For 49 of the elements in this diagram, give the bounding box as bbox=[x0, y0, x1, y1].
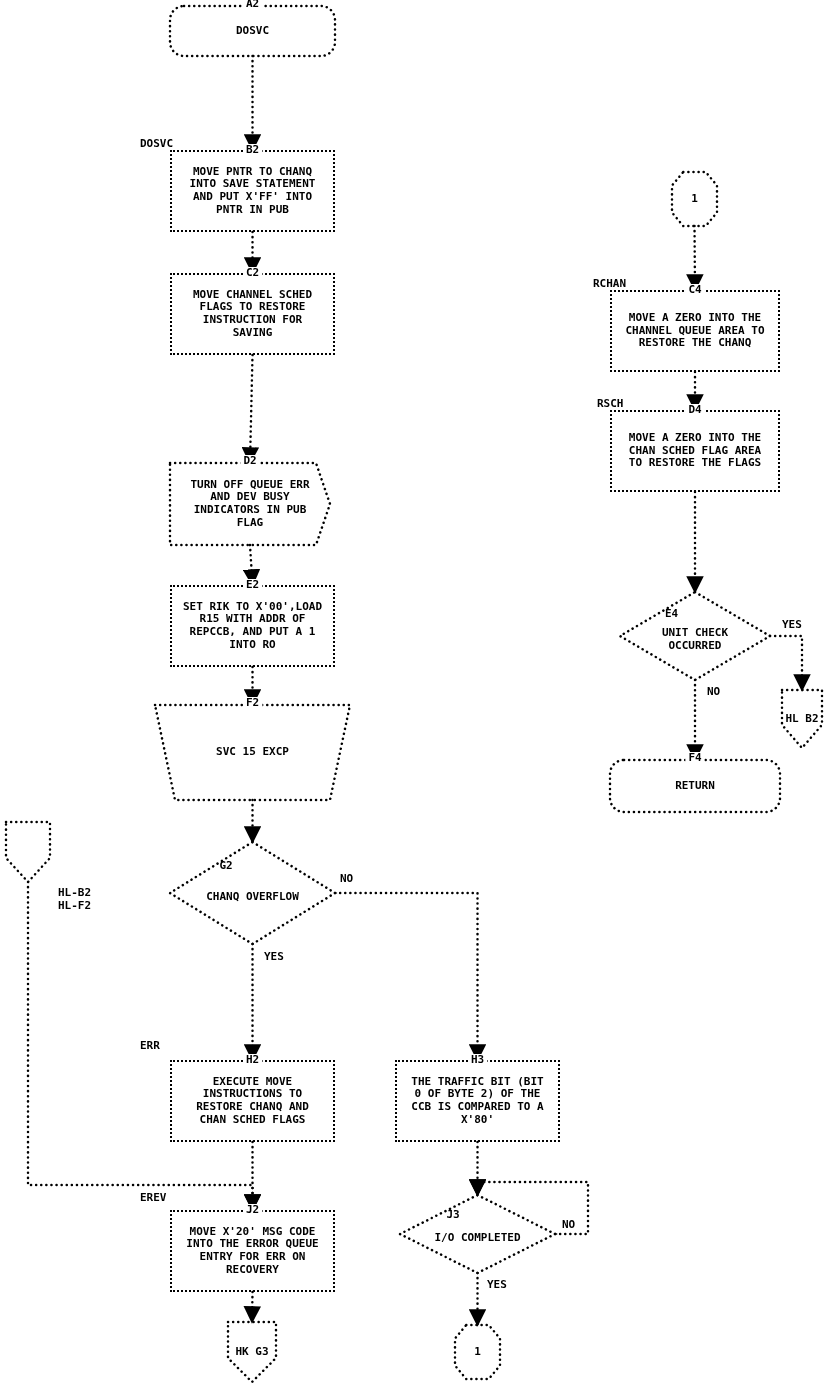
entry-label: DOSVC bbox=[140, 138, 175, 151]
decision-diamond bbox=[170, 842, 335, 944]
connector-symbol bbox=[455, 1325, 500, 1379]
edge-label: YES bbox=[485, 1278, 509, 1291]
step-id: G2 bbox=[219, 860, 233, 873]
step-text: THE TRAFFIC BIT (BIT 0 OF BYTE 2) OF THE CCB IS COMPARED TO A X'80' bbox=[410, 1075, 545, 1127]
step-id: E4 bbox=[665, 607, 679, 621]
step-text: MOVE X'20' MSG CODE INTO THE ERROR QUEUE ENTRY FOR ERR ON RECOVERY bbox=[185, 1225, 320, 1277]
offpage-connector bbox=[6, 822, 50, 882]
flow-line bbox=[468, 1179, 590, 1236]
step-text: MOVE CHANNEL SCHED FLAGS TO RESTORE INSTRUCTION FOR SAVING bbox=[191, 288, 314, 340]
step-text: EXECUTE MOVE INSTRUCTIONS TO RESTORE CHANQ AND CHAN SCHED FLAGS bbox=[195, 1075, 310, 1127]
step-text: DOSVC bbox=[235, 24, 270, 38]
step-text: MOVE A ZERO INTO THE CHAN SCHED FLAG AREA TO RESTORE THE FLAGS bbox=[627, 432, 763, 470]
entry-label: RSCH bbox=[597, 398, 625, 411]
step-text: 1 bbox=[691, 192, 698, 206]
decision-diamond bbox=[400, 1195, 555, 1273]
flow-line bbox=[243, 1290, 261, 1324]
entry-label: ERR bbox=[140, 1040, 161, 1053]
step-text: CHANQ OVERFLOW bbox=[206, 890, 299, 904]
step-text: HL B2 bbox=[785, 712, 819, 726]
offpage-connector bbox=[228, 1322, 276, 1382]
edge-label: YES bbox=[262, 950, 286, 963]
edge-label: YES bbox=[780, 618, 804, 631]
step-id: F2 bbox=[242, 697, 263, 710]
step-text: TURN OFF QUEUE ERR AND DEV BUSY INDICATORS IN PUB FLAG bbox=[189, 478, 311, 530]
step-text: I/O COMPLETED bbox=[434, 1231, 521, 1245]
step-text: SVC 15 EXCP bbox=[216, 746, 289, 759]
entry-label: RCHAN bbox=[593, 278, 628, 291]
connector-symbol bbox=[672, 172, 717, 226]
step-id: J3 bbox=[446, 1209, 460, 1222]
edge-label: NO bbox=[560, 1218, 578, 1231]
entry-label: EREV bbox=[140, 1192, 168, 1205]
flow-line bbox=[243, 798, 262, 844]
decision-diamond bbox=[620, 592, 770, 680]
entry-label: HL-B2 HL-F2 bbox=[58, 887, 93, 913]
step-id: D2 bbox=[240, 455, 260, 468]
edge-label: NO bbox=[338, 872, 356, 885]
step-text: 1 bbox=[474, 1345, 481, 1359]
step-text: MOVE PNTR TO CHANQ INTO SAVE STATEMENT AND PUT X'FF' INTO PNTR IN PUB bbox=[188, 165, 317, 217]
step-text: MOVE A ZERO INTO THE CHANNEL QUEUE AREA TO RESTORE THE CHANQ bbox=[624, 312, 766, 350]
step-id: F4 bbox=[685, 752, 705, 765]
step-text: SET RIK TO X'00',LOAD R15 WITH ADDR OF REPCCB, AND PUT A 1 INTO RO bbox=[181, 600, 324, 652]
step-text: RETURN bbox=[675, 779, 715, 793]
edge-label: NO bbox=[705, 685, 723, 698]
flow-line bbox=[686, 490, 704, 594]
offpage-connector bbox=[782, 690, 822, 748]
step-text: HK G3 bbox=[235, 1345, 269, 1359]
step-text: UNIT CHECK OCCURRED bbox=[660, 627, 730, 653]
